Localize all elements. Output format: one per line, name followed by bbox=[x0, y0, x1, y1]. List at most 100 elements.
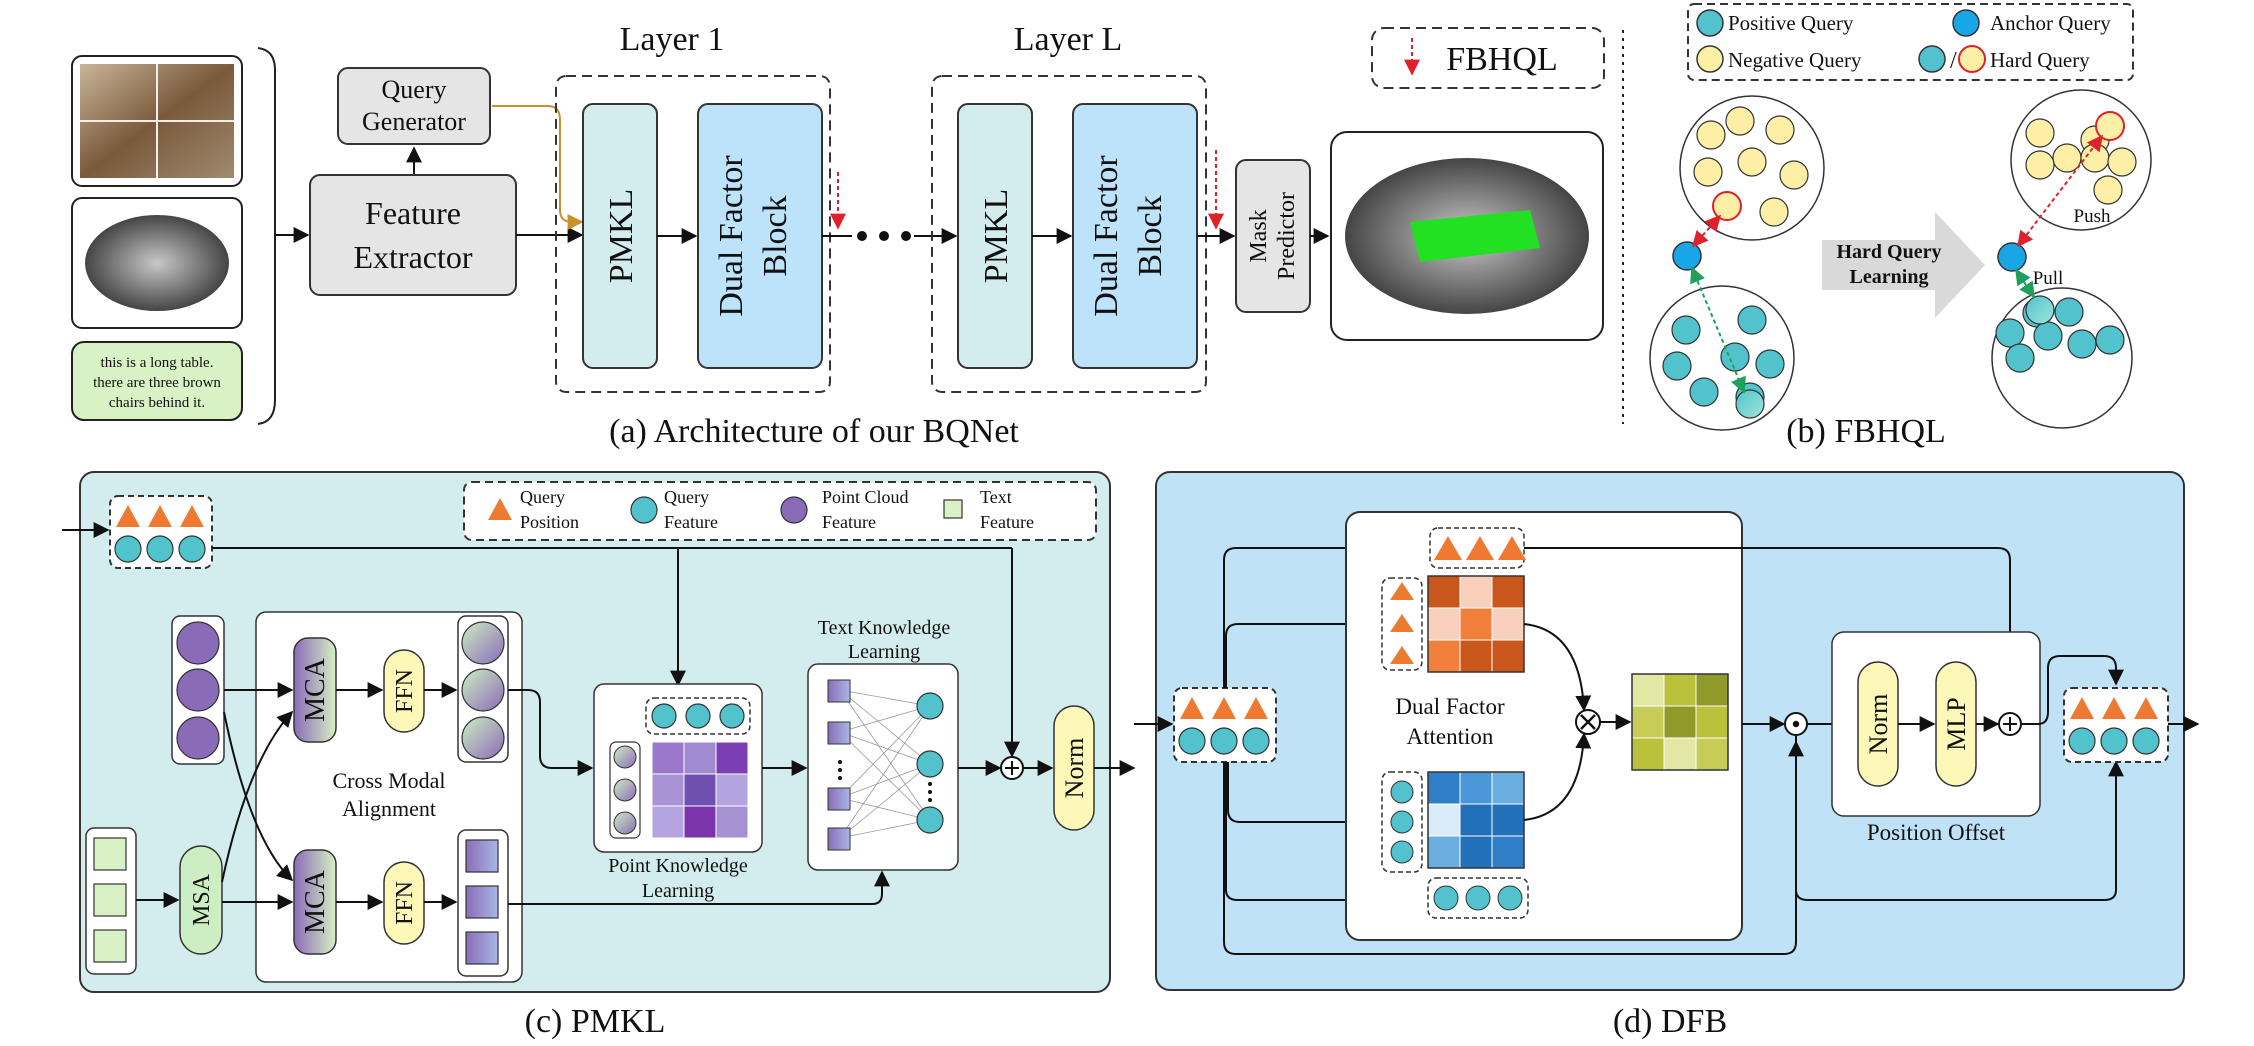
pkl-point-circle bbox=[613, 811, 637, 835]
layerL-dfb-label-1: Dual Factor bbox=[1088, 155, 1125, 317]
feature-extractor-box bbox=[309, 174, 517, 296]
aligned-point-circle bbox=[461, 668, 505, 712]
multiply-symbol bbox=[1580, 714, 1596, 730]
layerL-dfb-label-2: Block bbox=[1132, 195, 1169, 276]
text-input-line-1: this is a long table. bbox=[101, 355, 214, 371]
legend-pcf-circle bbox=[780, 496, 808, 524]
push-label: Push bbox=[2074, 206, 2111, 227]
layerL-title: Layer L bbox=[1014, 21, 1123, 58]
bottom-feature-circle bbox=[1497, 885, 1523, 911]
tkl-ellipsis-dot bbox=[838, 776, 842, 780]
tkl-query-node bbox=[916, 806, 944, 834]
aligned-point-circle bbox=[461, 716, 505, 760]
layer1-dfb-label-2: Block bbox=[757, 195, 794, 276]
pkl-attention-matrix bbox=[651, 741, 749, 839]
msa-block bbox=[179, 845, 223, 955]
feat-matrix-to-multiply bbox=[1523, 732, 1592, 821]
combined-matrix-border bbox=[1631, 673, 1729, 771]
anchor-to-hard-negative-after bbox=[2017, 134, 2103, 248]
cross-modal-label-1: Cross Modal bbox=[332, 768, 445, 793]
legend-negative-circle bbox=[1696, 45, 1724, 73]
dfb-input-triangle bbox=[1244, 697, 1268, 719]
text-input-line-2: there are three brown bbox=[93, 375, 221, 391]
feature-extractor-label-2: Extractor bbox=[353, 239, 472, 275]
legend-qfeat-circle bbox=[630, 496, 658, 524]
cross-modal-label-2: Alignment bbox=[342, 796, 436, 821]
layer1-title: Layer 1 bbox=[620, 21, 725, 58]
legend-triangle bbox=[488, 498, 512, 520]
legend-anchor-label: Anchor Query bbox=[1990, 11, 2111, 35]
fbhql-legend-label: FBHQL bbox=[1446, 41, 1557, 78]
panel-b: Positive Query Negative Query Anchor Que… bbox=[1649, 3, 2152, 450]
hard-learning-arrow bbox=[1822, 212, 1985, 318]
dfb-input-circle bbox=[1242, 727, 1270, 755]
anchor-before bbox=[1672, 241, 1702, 271]
output-green-mask bbox=[1410, 210, 1540, 262]
query-position-triangle bbox=[180, 505, 204, 527]
arrow-generator-to-layer1 bbox=[492, 105, 584, 230]
aligned-text-cube bbox=[465, 885, 499, 919]
legend-negative-label: Negative Query bbox=[1728, 48, 1862, 72]
hard-positive-after bbox=[2025, 295, 2055, 325]
query-generator-box bbox=[337, 67, 491, 145]
panel-a: this is a long table. there are three br… bbox=[71, 21, 1605, 450]
dfb-norm-label: Norm bbox=[1864, 694, 1893, 755]
tkl-query-node bbox=[916, 750, 944, 778]
feat-factor-circle bbox=[1390, 810, 1414, 834]
top-position-triangle bbox=[1466, 536, 1494, 560]
query-position-triangle bbox=[148, 505, 172, 527]
ffn-label-top: FFN bbox=[392, 669, 418, 713]
ellipsis-dot bbox=[901, 231, 911, 241]
query-position-triangle bbox=[116, 505, 140, 527]
tkl-ellipsis-dot bbox=[838, 760, 842, 764]
bottom-feature-circle bbox=[1465, 885, 1491, 911]
arrow-msa-to-mca-top bbox=[221, 710, 294, 883]
panel-c: Query Position Query Feature Point Cloud… bbox=[62, 471, 1136, 1040]
pos-factor-triangle bbox=[1390, 646, 1414, 664]
query-feature-circle bbox=[178, 535, 206, 563]
feature-attention-matrix bbox=[1427, 771, 1525, 869]
text-feature-cube bbox=[93, 929, 127, 963]
tkl-text-cube bbox=[827, 679, 851, 703]
point-cloud-thumbnail bbox=[85, 215, 229, 311]
tkl-network-edges bbox=[839, 689, 931, 839]
text-input-box bbox=[71, 341, 243, 421]
legend-txt-2: Feature bbox=[980, 512, 1034, 532]
bottom-feature-circle bbox=[1433, 885, 1459, 911]
tkl-ellipsis-dot bbox=[928, 798, 932, 802]
layer1-frame bbox=[555, 75, 831, 393]
layerL-frame bbox=[931, 75, 1207, 393]
ellipsis-dot bbox=[857, 231, 867, 241]
dfb-output-circle bbox=[2132, 727, 2160, 755]
pull-label: Pull bbox=[2033, 268, 2064, 289]
legend-slash: / bbox=[1950, 48, 1957, 74]
text-input-line-3: chairs behind it. bbox=[109, 395, 205, 411]
legend-pcf-1: Point Cloud bbox=[822, 487, 909, 507]
msa-label: MSA bbox=[189, 873, 215, 926]
point-cloud-feature-circle bbox=[176, 668, 220, 712]
pos-factor-triangle bbox=[1390, 614, 1414, 632]
top-position-triangle bbox=[1434, 536, 1462, 560]
pkl-point-circle bbox=[613, 745, 637, 769]
pkl-query-circle bbox=[651, 703, 677, 729]
pmkl-legend-frame bbox=[463, 481, 1097, 541]
anchor-to-hard-positive-before bbox=[1690, 266, 1746, 394]
pos-factor-triangle bbox=[1390, 582, 1414, 600]
legend-txt-1: Text bbox=[980, 487, 1012, 507]
query-generator-label-1: Query bbox=[382, 75, 447, 104]
aligned-text-cube bbox=[465, 931, 499, 965]
layer1-pmkl-label: PMKL bbox=[603, 189, 640, 283]
hard-positive-before bbox=[1735, 389, 1765, 419]
hard-learning-label-1: Hard Query bbox=[1837, 241, 1942, 263]
caption-d: (d) DFB bbox=[1613, 1003, 1727, 1040]
hard-negative-after bbox=[2095, 111, 2125, 141]
point-cloud-feature-circle bbox=[176, 621, 220, 665]
tkl-ellipsis-dot bbox=[928, 782, 932, 786]
feature-extractor-label-1: Feature bbox=[365, 195, 461, 231]
mca-label-top: MCA bbox=[300, 657, 331, 722]
text-feature-cube bbox=[93, 883, 127, 917]
legend-qfeat-2: Feature bbox=[664, 512, 718, 532]
pkl-label-1: Point Knowledge bbox=[608, 855, 748, 877]
layerL-pmkl-label: PMKL bbox=[978, 189, 1015, 283]
